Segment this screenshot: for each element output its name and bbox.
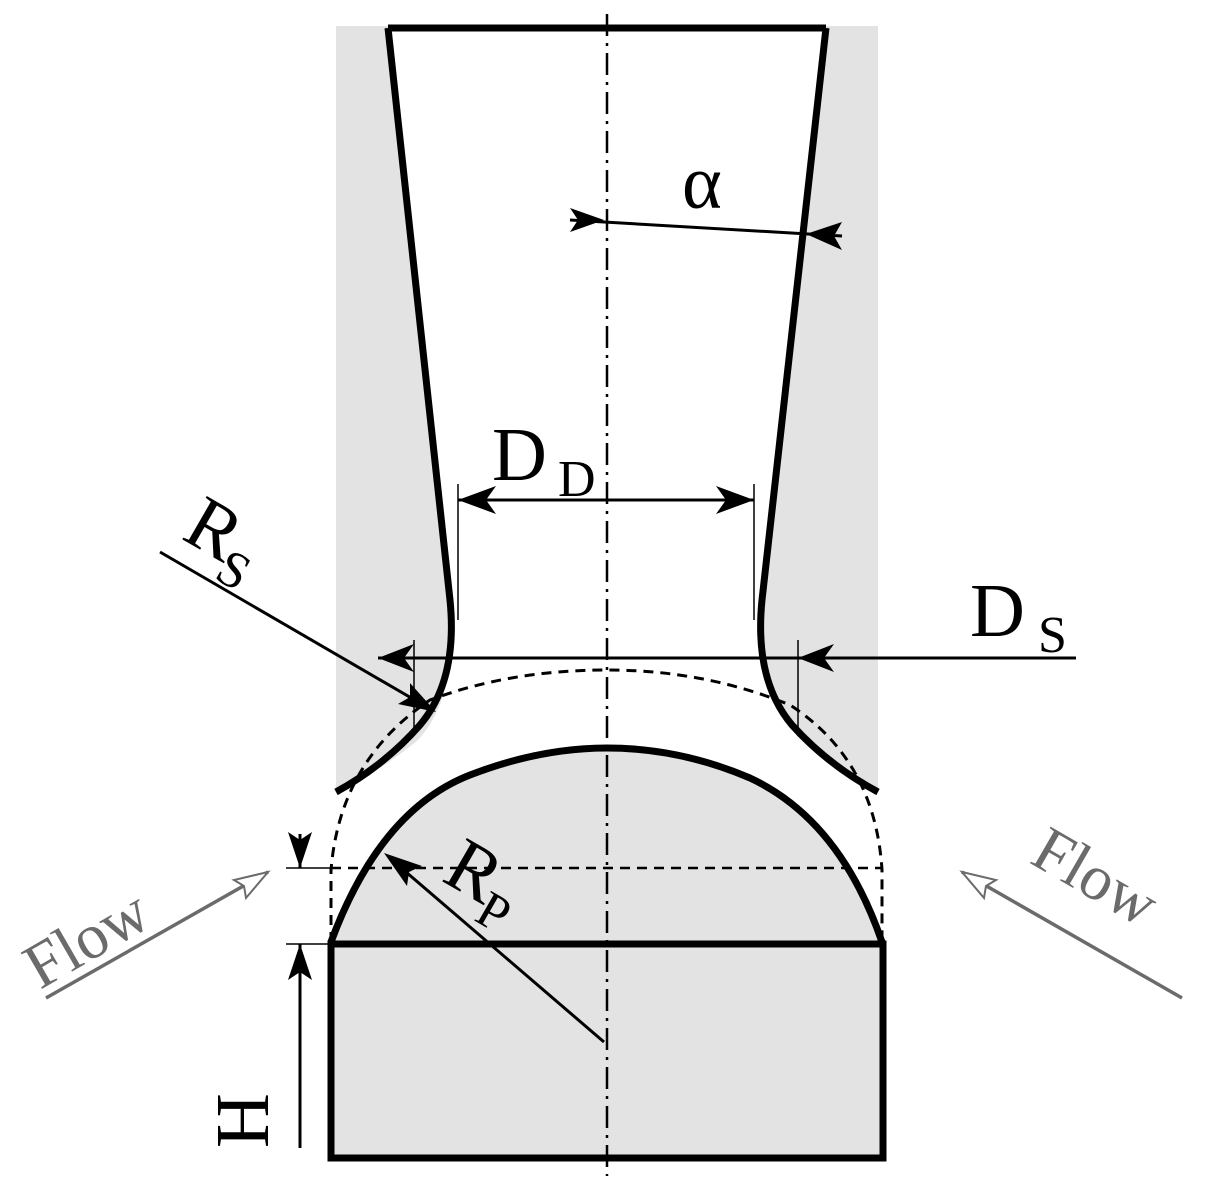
dashed-swept-circle [329, 668, 884, 942]
alpha-arrow-right [806, 222, 842, 250]
nozzle-wall-right [757, 27, 880, 796]
svg-text:D: D [558, 451, 596, 508]
ds-arrow-left [378, 644, 414, 672]
dd-arrow-left [458, 486, 496, 514]
height-label: H [201, 1093, 285, 1148]
alpha-dimension-line [569, 218, 843, 238]
h-arrow-down [288, 832, 312, 868]
dd-label: D D [492, 413, 596, 508]
piston-dome-outline [327, 744, 886, 944]
rs-label: R S [172, 480, 261, 602]
flow-right-label: Flow [1021, 813, 1170, 940]
rs-arrow [398, 683, 436, 712]
h-arrow-up [288, 944, 312, 980]
piston-body-outline [327, 940, 887, 1162]
svg-text:D: D [492, 413, 547, 497]
flow-left-arrowhead [231, 870, 271, 901]
alpha-arrow-left [570, 208, 604, 232]
svg-text:D: D [970, 569, 1025, 653]
rp-arrow [384, 853, 422, 886]
alpha-label: α [682, 141, 722, 225]
ds-arrow-right [798, 644, 834, 672]
dd-arrow-right [716, 486, 754, 514]
flow-right-arrowhead [959, 870, 999, 901]
nozzle-wall-left [334, 27, 455, 796]
rp-leader-line [391, 858, 605, 1044]
svg-text:S: S [1038, 607, 1067, 664]
shaded-nozzle-interior-mask [388, 28, 878, 790]
ds-label: D S [970, 569, 1067, 664]
flow-right-arrow [961, 870, 1183, 1000]
rs-leader-line [159, 550, 433, 712]
flow-left-arrow [45, 870, 269, 1000]
flow-left-label: Flow [12, 875, 161, 1002]
